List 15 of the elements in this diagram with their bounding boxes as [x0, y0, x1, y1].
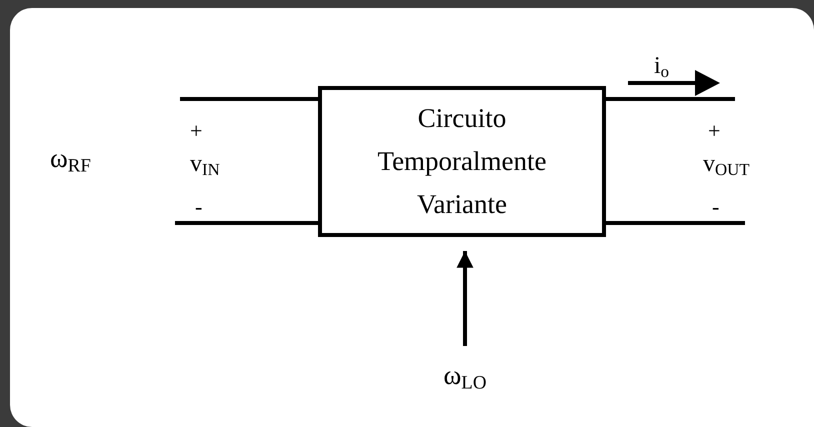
signal-label: ω$_{RF}$: [50, 145, 91, 177]
voltage-label: v$_{IN}$: [190, 152, 220, 179]
current-label: i$_{o}$: [654, 54, 670, 81]
wire: [606, 221, 745, 225]
polarity-sign: +: [190, 120, 202, 142]
polarity-sign: -: [712, 196, 720, 218]
signal-label: ω$_{LO}$: [444, 362, 486, 394]
arrow: [456, 251, 474, 346]
polarity-sign: +: [708, 120, 720, 142]
polarity-sign: -: [195, 196, 202, 218]
wire: [606, 97, 735, 101]
process-box: Circuito Temporalmente Variante: [318, 86, 606, 237]
wire: [180, 97, 318, 101]
wire: [175, 221, 318, 225]
voltage-label: v$_{OUT}$: [703, 152, 750, 179]
